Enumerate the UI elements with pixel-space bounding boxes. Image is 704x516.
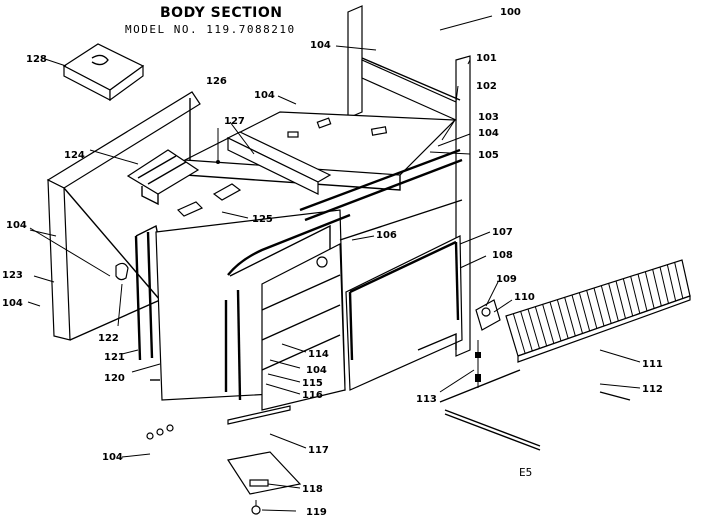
rack-wire xyxy=(549,301,562,342)
callout-104-bottom: 104 xyxy=(102,452,123,463)
rack-wire xyxy=(564,297,576,337)
part-122-clip xyxy=(115,262,129,281)
callout-106: 106 xyxy=(376,230,397,241)
leader-lines xyxy=(27,15,641,512)
rack-wire xyxy=(578,292,591,332)
part-110-hinge xyxy=(475,299,501,388)
rack-wire xyxy=(542,304,555,344)
callout-107: 107 xyxy=(492,227,513,238)
callout-120: 120 xyxy=(104,373,125,384)
callout-104-right: 104 xyxy=(478,128,499,139)
rack-wire xyxy=(600,285,612,324)
callout-127: 127 xyxy=(224,116,245,127)
part-127-strip xyxy=(226,131,332,195)
rack-wire xyxy=(666,264,677,302)
callout-104-leftlow: 104 xyxy=(2,298,23,309)
part-124-bracket xyxy=(126,149,200,206)
part-125-clip xyxy=(176,183,242,217)
part-112-panel xyxy=(439,295,691,403)
rack-wire xyxy=(571,294,583,334)
rack-wire xyxy=(527,308,540,349)
callout-115: 115 xyxy=(302,378,323,389)
callout-100: 100 xyxy=(500,7,521,18)
callout-113: 113 xyxy=(416,394,437,405)
part-108-door-frame xyxy=(345,235,463,391)
rack-wire xyxy=(659,266,669,304)
page-code: E5 xyxy=(519,466,533,479)
callout-114: 114 xyxy=(308,349,329,360)
callout-102: 102 xyxy=(476,81,497,92)
part-106-oven-cavity xyxy=(261,243,346,411)
callout-labels: 100 101 102 103 104 104 104 104 104 104 … xyxy=(2,7,663,516)
part-105-front-frame xyxy=(299,148,463,241)
callout-128: 128 xyxy=(26,54,47,65)
rack-wire xyxy=(593,287,605,327)
rack-wire xyxy=(534,306,548,347)
rack-wire xyxy=(615,280,626,319)
callout-110: 110 xyxy=(514,292,535,303)
part-128-box xyxy=(62,43,145,102)
rack-wire xyxy=(520,311,533,352)
rack-wire xyxy=(512,313,526,354)
callout-125: 125 xyxy=(252,214,273,225)
callout-109: 109 xyxy=(496,274,517,285)
rack-wire xyxy=(556,299,569,339)
callout-121: 121 xyxy=(104,352,125,363)
rack-wire xyxy=(637,273,648,312)
callout-123: 123 xyxy=(2,270,23,281)
callout-104-topmid: 104 xyxy=(254,90,275,101)
callout-108: 108 xyxy=(492,250,513,261)
rack-wire xyxy=(674,262,684,299)
callout-116: 116 xyxy=(302,390,323,401)
callout-118: 118 xyxy=(302,484,323,495)
callout-104-center: 104 xyxy=(306,365,327,376)
callout-124: 124 xyxy=(64,150,85,161)
rack-wire xyxy=(652,269,662,307)
model-number: MODEL NO. 119.7088210 xyxy=(125,23,296,36)
part-117-bottom-plate xyxy=(227,405,291,425)
callout-119: 119 xyxy=(306,507,327,516)
diagram-title: BODY SECTION xyxy=(160,5,283,21)
callout-104-left: 104 xyxy=(6,220,27,231)
part-118-kick-plate xyxy=(227,451,302,495)
callout-104-top: 104 xyxy=(310,40,331,51)
callout-103: 103 xyxy=(478,112,499,123)
callout-105: 105 xyxy=(478,150,499,161)
part-126-screw xyxy=(216,128,220,164)
part-113-rail xyxy=(444,409,541,451)
callout-112: 112 xyxy=(642,384,663,395)
rack-wire xyxy=(608,283,619,322)
rack-wire xyxy=(630,276,641,314)
rack-wire xyxy=(622,278,634,317)
callout-101: 101 xyxy=(476,53,497,64)
callout-111: 111 xyxy=(642,359,663,370)
part-104-screws-bottom xyxy=(146,379,174,440)
part-119-leveling-foot xyxy=(251,500,261,515)
rack-wire xyxy=(586,290,598,329)
callout-122: 122 xyxy=(98,333,119,344)
callout-126: 126 xyxy=(206,76,227,87)
part-123-side-panel xyxy=(46,91,201,341)
callout-117: 117 xyxy=(308,445,329,456)
rack-wire xyxy=(644,271,655,309)
